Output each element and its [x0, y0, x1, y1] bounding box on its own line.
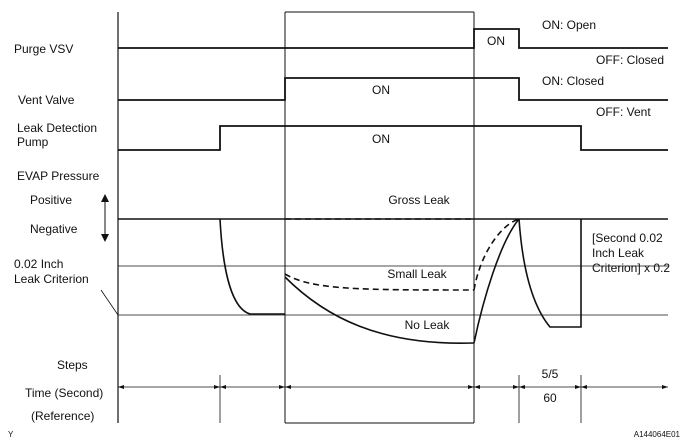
steps-label: Steps — [57, 358, 88, 372]
time-label: Time (Second) — [25, 386, 103, 400]
small-leak-label: Small Leak — [387, 267, 447, 281]
criterion-note-line-2: Inch Leak — [592, 246, 645, 260]
no-leak-label: No Leak — [405, 318, 451, 332]
pump-on-label: ON — [372, 132, 390, 146]
positive-label: Positive — [30, 193, 72, 207]
vent-closed-label: ON: Closed — [542, 74, 604, 88]
purge-on-label: ON — [487, 34, 505, 48]
step-value: 5/5 — [542, 367, 559, 381]
small-leak-curve — [284, 273, 475, 291]
pressure-arrow-up-head — [101, 194, 109, 202]
criterion-label-2: Leak Criterion — [14, 272, 89, 286]
final-pressure-curve — [518, 218, 582, 328]
vent-valve-signal — [118, 77, 668, 101]
criterion-label-1: 0.02 Inch — [14, 257, 63, 271]
gross-leak-label: Gross Leak — [388, 193, 450, 207]
no-leak-curve — [284, 276, 475, 344]
purge-open-label: ON: Open — [542, 18, 596, 32]
criterion-leader-line — [100, 289, 119, 316]
leak-pump-label-1: Leak Detection — [17, 121, 97, 135]
evap-pressure-label: EVAP Pressure — [17, 169, 100, 183]
time-axis-arrows — [118, 385, 668, 389]
pressure-arrow-down-head — [101, 234, 109, 242]
vent-on-label: ON — [372, 83, 390, 97]
criterion-note-line-1: [Second 0.02 — [592, 231, 663, 245]
leak-pump-signal — [118, 125, 668, 151]
negative-label: Negative — [30, 222, 78, 236]
vent-vent-label: OFF: Vent — [596, 105, 651, 119]
leak-pump-label-2: Pump — [17, 135, 49, 149]
time-value: 60 — [543, 391, 557, 405]
criterion-note-line-3: Criterion] x 0.2 — [592, 261, 670, 275]
purge-closed-label: OFF: Closed — [596, 53, 664, 67]
vent-valve-label: Vent Valve — [18, 93, 75, 107]
reference-label: (Reference) — [31, 409, 94, 423]
reference-pressure-curve — [219, 218, 285, 315]
recovery-curve-dashed — [473, 218, 520, 291]
figure-code: A144064E01 — [634, 430, 681, 439]
purge-vsv-signal — [118, 28, 668, 49]
corner-mark: Y — [8, 430, 14, 439]
recovery-curve-solid — [473, 218, 520, 344]
purge-vsv-label: Purge VSV — [14, 42, 73, 56]
